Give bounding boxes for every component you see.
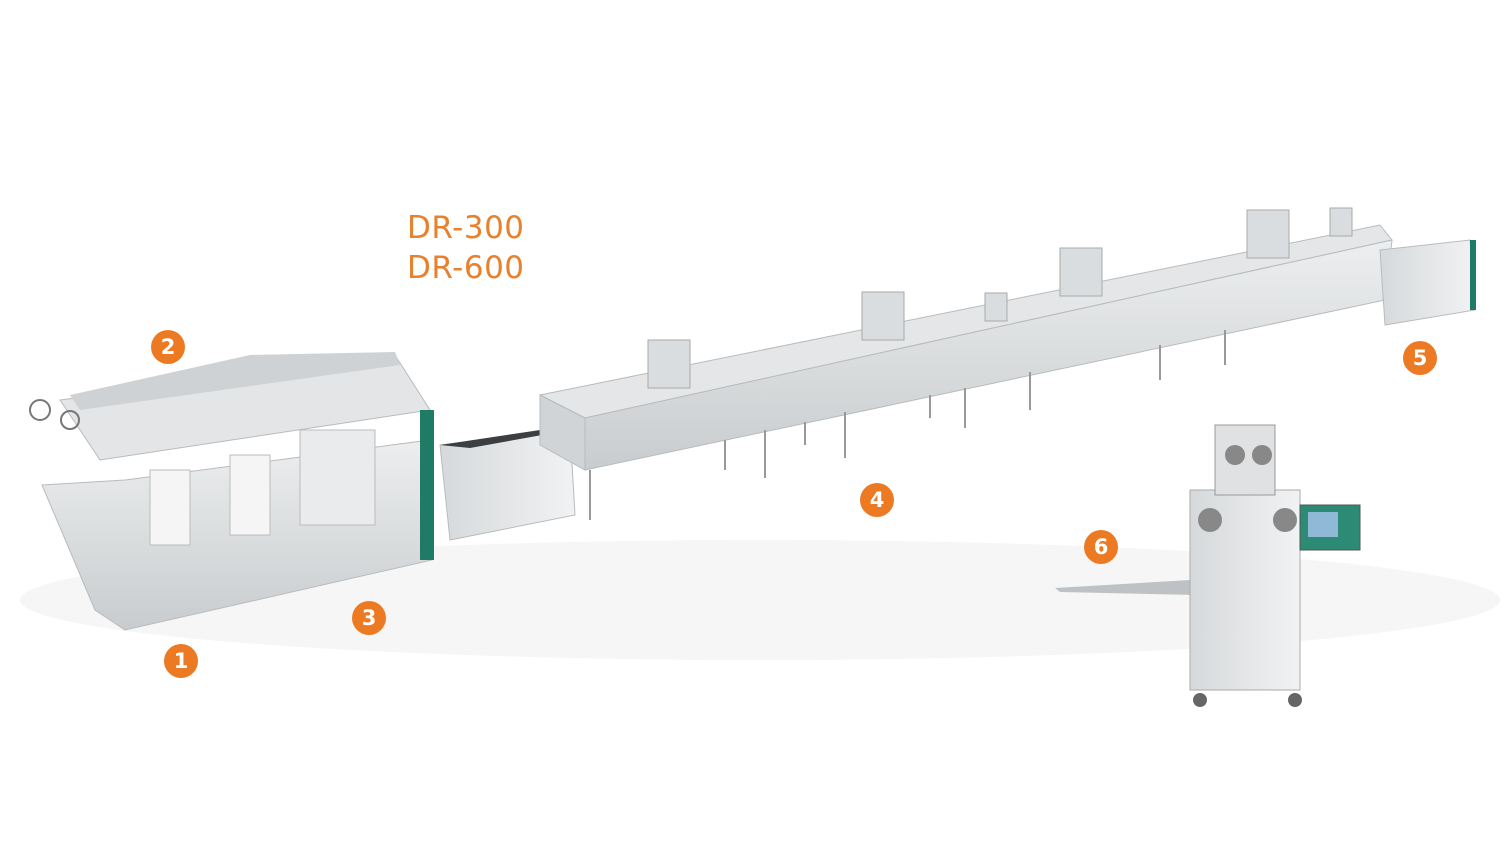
callout-marker-1: 1 bbox=[164, 644, 198, 678]
callout-marker-4: 4 bbox=[860, 483, 894, 517]
callout-marker-3: 3 bbox=[352, 601, 386, 635]
cooling-conveyor bbox=[1379, 239, 1476, 326]
callout-marker-5: 5 bbox=[1403, 341, 1437, 375]
callout-marker-2: 2 bbox=[151, 330, 185, 364]
model-label: DR-600 bbox=[407, 250, 525, 286]
dough-sheeter-machine bbox=[29, 352, 434, 631]
encrusting-machine bbox=[1055, 424, 1361, 707]
callout-marker-6: 6 bbox=[1084, 530, 1118, 564]
transfer-conveyor bbox=[439, 429, 576, 541]
model-label: DR-300 bbox=[407, 210, 525, 246]
tunnel-oven bbox=[538, 207, 1393, 520]
